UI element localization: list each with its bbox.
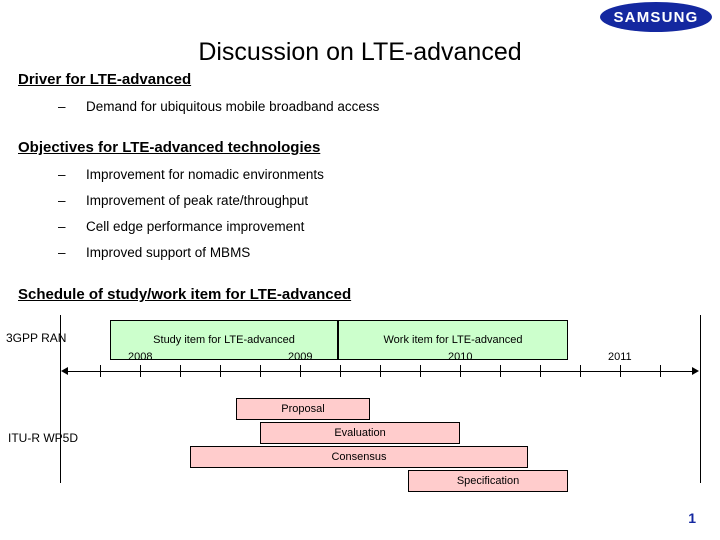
bullet-dash-icon: –: [58, 99, 66, 114]
timeline-tick: [140, 365, 141, 377]
timeline-box-label: Work item for LTE-advanced: [383, 334, 523, 346]
list-item: – Improvement for nomadic environments: [58, 162, 704, 188]
timeline-tick: [180, 365, 181, 377]
section-heading-objectives: Objectives for LTE-advanced technologies: [18, 139, 321, 156]
timeline-year-label: 2011: [608, 351, 632, 363]
samsung-logo: SAMSUNG: [600, 2, 712, 32]
list-item: – Cell edge performance improvement: [58, 214, 704, 240]
timeline-year-label: 2009: [288, 351, 313, 363]
section-heading-schedule: Schedule of study/work item for LTE-adva…: [18, 286, 352, 303]
timeline-bar-proposal: Proposal: [236, 398, 370, 420]
timeline-bar-specification: Specification: [408, 470, 568, 492]
samsung-logo-text: SAMSUNG: [613, 8, 699, 26]
timeline-box-label: Study item for LTE-advanced: [153, 334, 295, 346]
timeline-box-work-item: Work item for LTE-advanced: [338, 320, 568, 360]
timeline-tick: [100, 365, 101, 377]
timeline-tick: [500, 365, 501, 377]
timeline-tick: [220, 365, 221, 377]
timeline-year-label: 2008: [128, 351, 153, 363]
bullet-dash-icon: –: [58, 193, 66, 208]
timeline-guide-line: [700, 315, 701, 483]
timeline-bar-label: Consensus: [331, 451, 387, 463]
timeline-tick: [380, 365, 381, 377]
timeline-bar-label: Proposal: [281, 403, 325, 415]
timeline-bar-label: Specification: [456, 475, 520, 487]
bullet-list-driver: – Demand for ubiquitous mobile broadband…: [18, 94, 704, 120]
schedule-timeline-diagram: 3GPP RAN ITU-R WP5D Study item for LTE-a…: [0, 315, 720, 505]
bullet-text: Demand for ubiquitous mobile broadband a…: [86, 99, 380, 114]
timeline-bar-label: Evaluation: [334, 427, 386, 439]
timeline-tick: [580, 365, 581, 377]
list-item: – Improved support of MBMS: [58, 240, 704, 266]
timeline-axis-arrow-left-icon: [61, 367, 68, 375]
list-item: – Demand for ubiquitous mobile broadband…: [58, 94, 704, 120]
bullet-text: Cell edge performance improvement: [86, 219, 305, 234]
list-item: – Improvement of peak rate/throughput: [58, 188, 704, 214]
bullet-dash-icon: –: [58, 219, 66, 234]
timeline-box-study-item: Study item for LTE-advanced: [110, 320, 338, 360]
section-heading-driver: Driver for LTE-advanced: [18, 71, 192, 88]
timeline-guide-line: [60, 315, 61, 483]
timeline-year-label: 2010: [448, 351, 473, 363]
timeline-bar-evaluation: Evaluation: [260, 422, 460, 444]
timeline-tick: [540, 365, 541, 377]
bullet-text: Improvement of peak rate/throughput: [86, 193, 309, 208]
bullet-dash-icon: –: [58, 245, 66, 260]
timeline-tick: [660, 365, 661, 377]
bullet-list-objectives: – Improvement for nomadic environments –…: [18, 162, 704, 266]
timeline-tick: [460, 365, 461, 377]
page-title: Discussion on LTE-advanced: [198, 38, 522, 66]
bullet-text: Improved support of MBMS: [86, 245, 251, 260]
timeline-tick: [620, 365, 621, 377]
timeline-tick: [260, 365, 261, 377]
row-label-itu-r-wp5d: ITU-R WP5D: [8, 431, 78, 445]
page-number: 1: [688, 510, 696, 526]
timeline-bar-consensus: Consensus: [190, 446, 528, 468]
timeline-tick: [300, 365, 301, 377]
bullet-dash-icon: –: [58, 167, 66, 182]
bullet-text: Improvement for nomadic environments: [86, 167, 324, 182]
timeline-tick: [340, 365, 341, 377]
slide-body: Driver for LTE-advanced – Demand for ubi…: [18, 70, 704, 266]
timeline-tick: [420, 365, 421, 377]
timeline-axis-arrow-right-icon: [692, 367, 699, 375]
row-label-3gpp-ran: 3GPP RAN: [6, 331, 67, 345]
